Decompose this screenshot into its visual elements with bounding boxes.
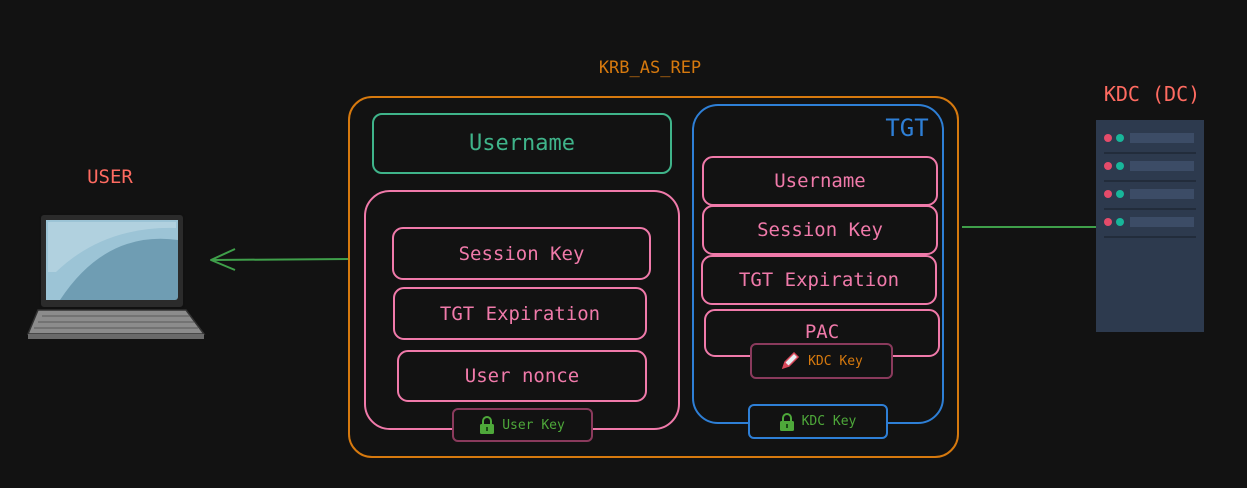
tgt-session-key-field: Session Key xyxy=(702,205,938,255)
pac-signature-label: KDC Key xyxy=(808,353,863,369)
user-nonce-field: User nonce xyxy=(397,350,647,402)
pac-signature-badge: KDC Key xyxy=(750,343,893,379)
tgt-title: TGT xyxy=(885,114,929,142)
kdc-connector-line xyxy=(962,226,1096,228)
response-arrow xyxy=(210,248,350,271)
laptop-icon xyxy=(26,213,206,339)
tgt-expiration-field: TGT Expiration xyxy=(393,287,647,340)
tgt-username-field: Username xyxy=(702,156,938,206)
user-key-badge: User Key xyxy=(452,408,593,442)
as-rep-container xyxy=(348,96,959,458)
kdc-label: KDC (DC) xyxy=(1103,82,1201,106)
kdc-key-label: KDC Key xyxy=(801,414,857,429)
user-key-label: User Key xyxy=(502,417,565,433)
tgt-expiration-field: TGT Expiration xyxy=(701,255,937,305)
server-icon xyxy=(1096,120,1204,332)
username-field: Username xyxy=(372,113,672,174)
diagram-title: KRB_AS_REP xyxy=(598,58,702,78)
lock-icon xyxy=(779,412,794,431)
user-label: USER xyxy=(87,166,133,188)
lock-icon xyxy=(480,416,495,434)
kdc-key-badge: KDC Key xyxy=(748,404,888,439)
pen-icon xyxy=(781,351,800,370)
session-key-field: Session Key xyxy=(392,227,651,280)
